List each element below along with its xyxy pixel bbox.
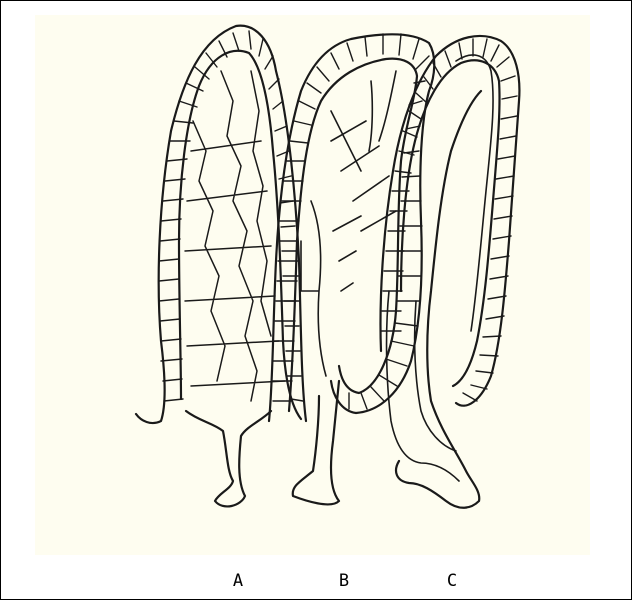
villus-b-stalk xyxy=(293,381,339,504)
villus-c-lacteal xyxy=(387,55,494,481)
villus-c-drawing xyxy=(381,36,520,508)
villus-a-stalk xyxy=(186,411,271,506)
villus-b-inner-outline xyxy=(289,59,417,411)
villus-a-drawing xyxy=(136,26,306,507)
villus-b-outer-outline xyxy=(269,34,434,421)
label-villus-b: B xyxy=(339,571,349,591)
label-villus-a: A xyxy=(233,571,243,591)
label-villus-c: C xyxy=(447,571,457,591)
